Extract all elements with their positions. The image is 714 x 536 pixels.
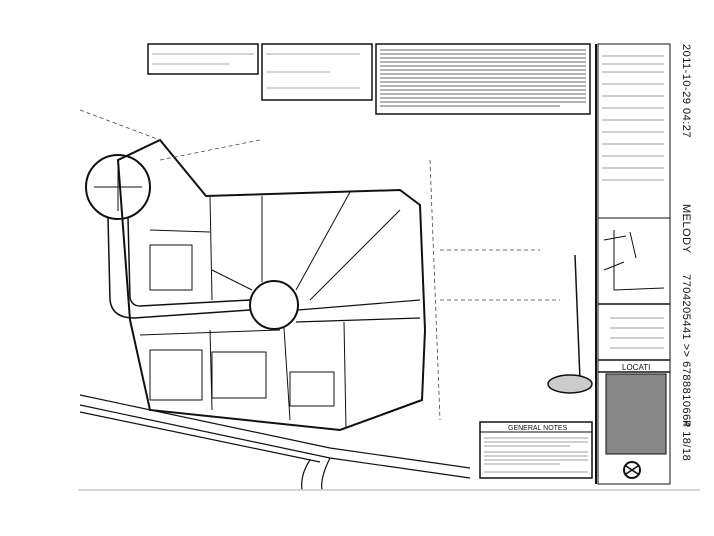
fax-sender: MELODY [680,204,692,254]
cul-de-sac-north [85,154,151,220]
surveyor-seal [547,374,593,394]
location-map [605,373,667,455]
fax-route: 7704205441 >> 6788810664 [680,274,692,428]
cul-de-sac-center [249,280,299,330]
fax-datetime: 2011-10-29 04:27 [680,44,692,139]
general-notes-box [479,421,593,479]
location-map-title: LOCATI [622,363,650,372]
road [79,394,471,491]
fax-page: P 18/18 [680,420,692,462]
title-block-left [147,43,259,75]
lot-lines [139,191,401,429]
title-block-notes [375,43,591,115]
title-block-middle [261,43,373,101]
north-arrow-icon [623,461,641,479]
fax-header: 2011-10-29 04:27 MELODY 7704205441 >> 67… [676,44,696,484]
general-notes-title: GENERAL NOTES [508,425,568,432]
property-boundary [116,138,427,432]
notes-text-block [380,49,586,107]
